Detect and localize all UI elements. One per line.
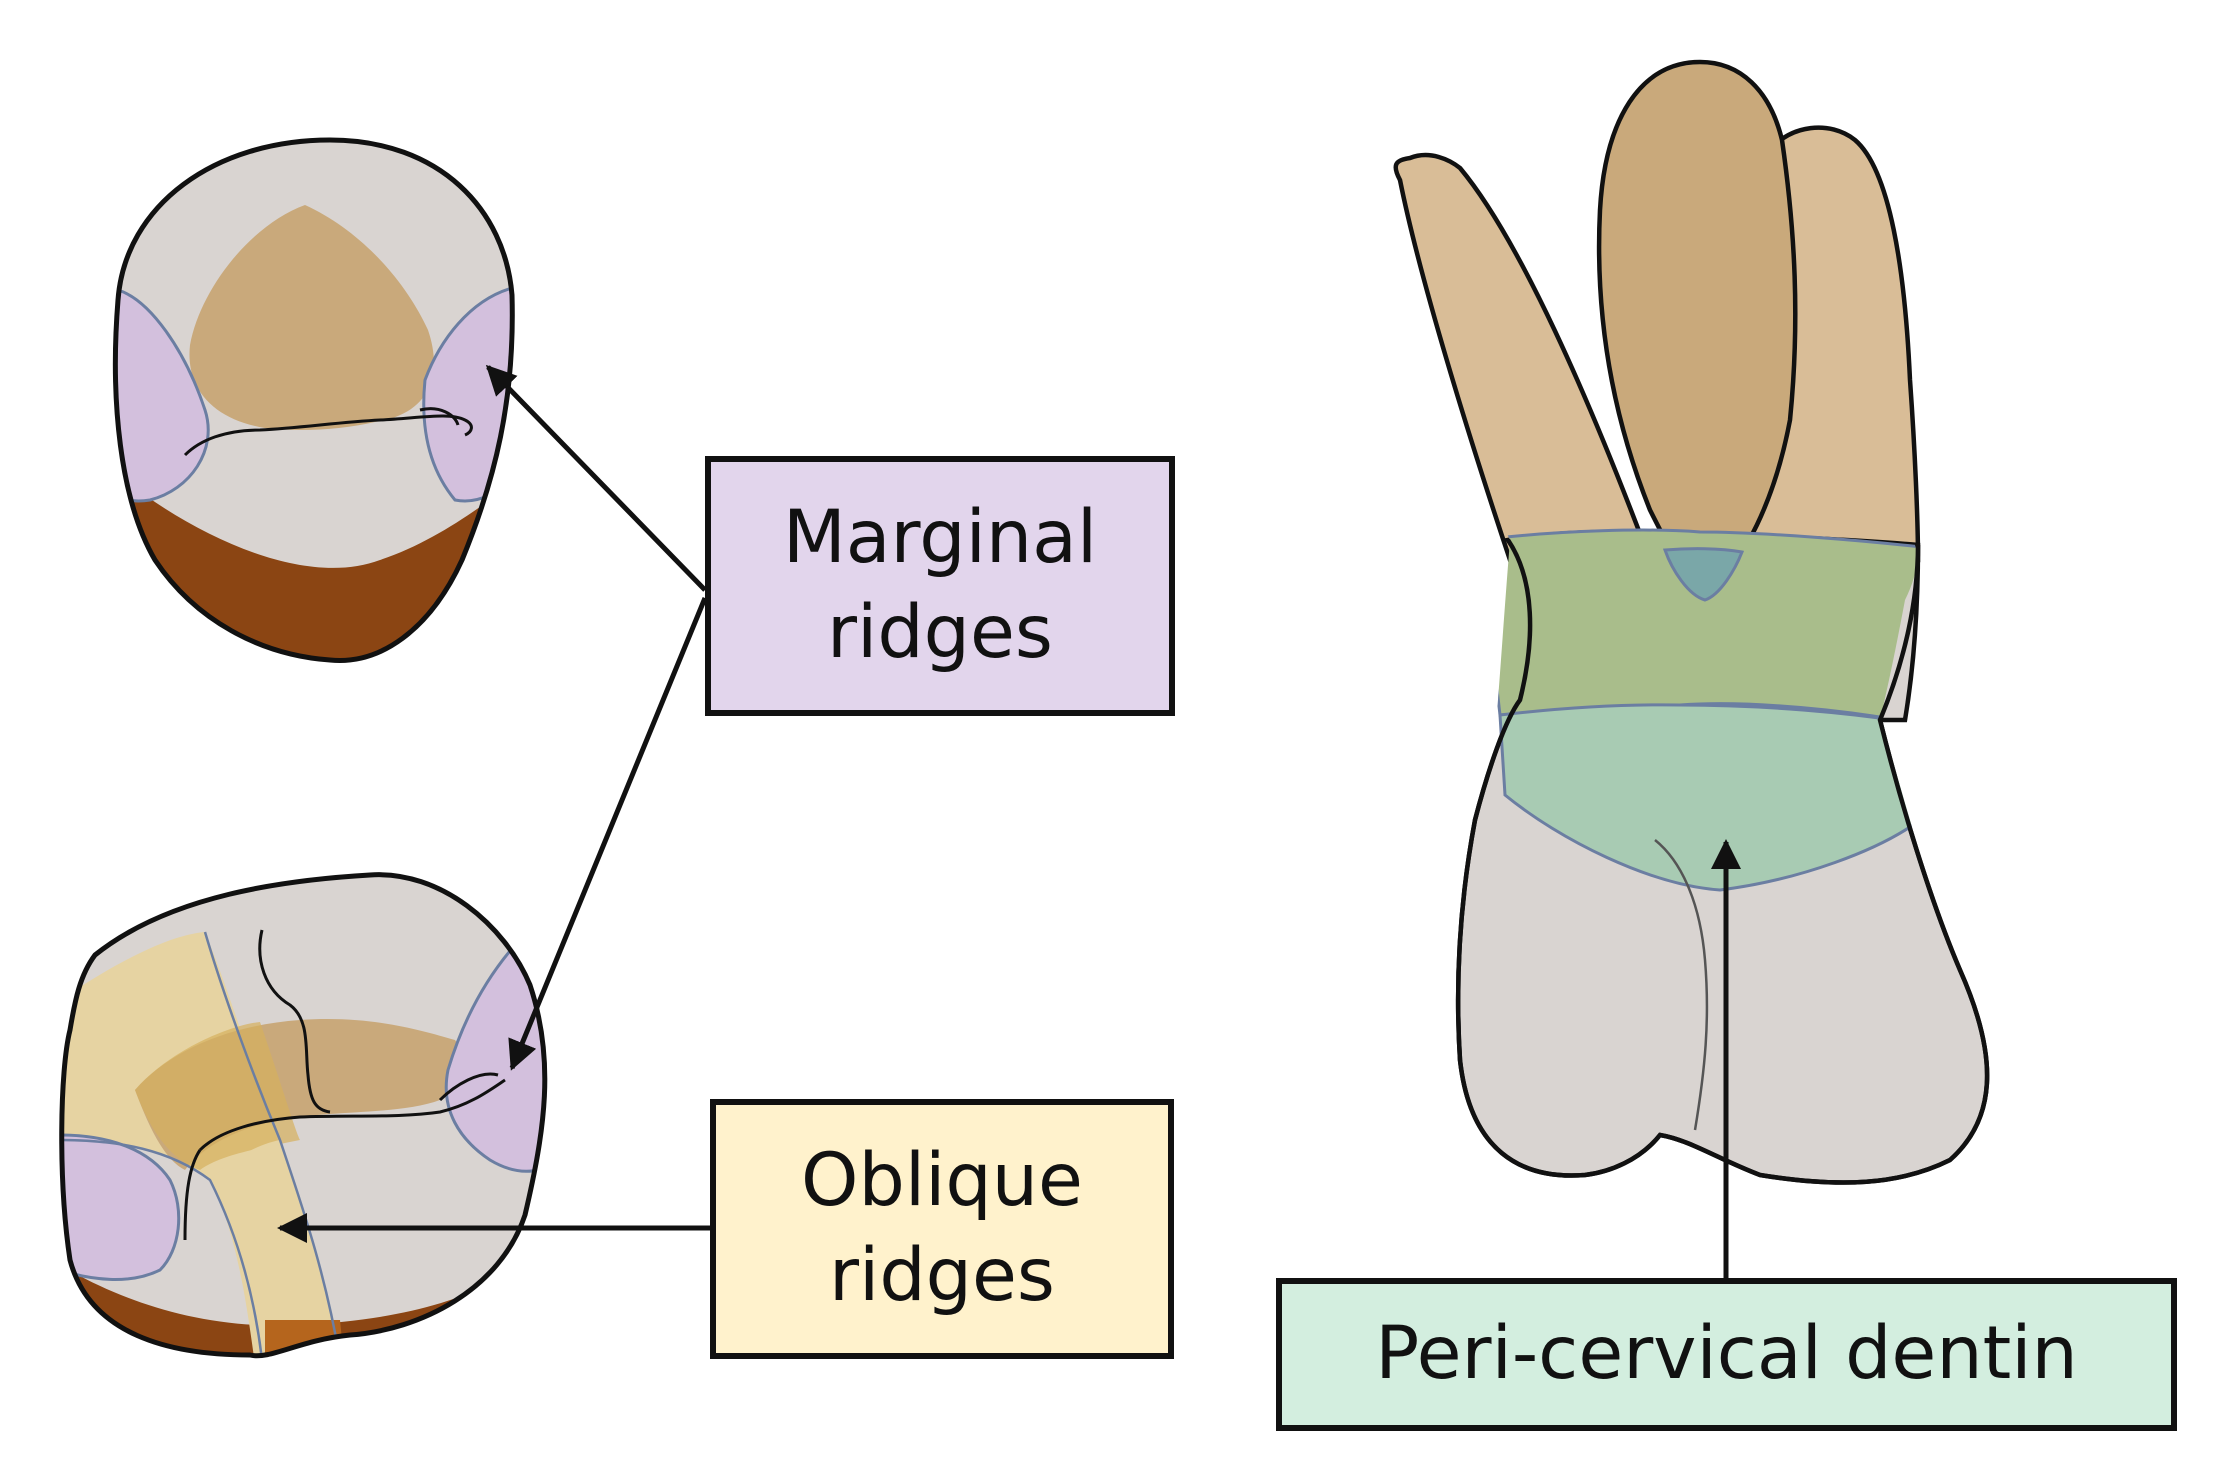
dentin-region-top (189, 205, 434, 430)
fissure-line-bottom (258, 929, 331, 1114)
marginal-ridges-line1: Marginal (782, 495, 1098, 581)
marginal-ridges-label: Marginal ridges (705, 456, 1175, 716)
marginal-ridge-right-bottom (444, 943, 545, 1173)
marginal-ridge-left (115, 288, 210, 503)
oblique-ridges-line1: Oblique (801, 1138, 1083, 1224)
fissure-line (183, 414, 473, 457)
arrows (277, 364, 1741, 1278)
molar-occlusal-top-icon (112, 137, 515, 663)
peri-cervical-dentin-label: Peri-cervical dentin (1276, 1278, 2177, 1431)
marginal-ridges-line2: ridges (827, 590, 1053, 675)
oblique-ridges-line2: ridges (829, 1233, 1055, 1318)
maxillary-molar-side-icon (1393, 59, 1990, 1185)
peri-cervical-dentin-text: Peri-cervical dentin (1375, 1311, 2078, 1397)
molar-occlusal-bottom-icon (59, 872, 548, 1359)
arrow-marginal-top (485, 364, 707, 592)
oblique-ridges-label: Oblique ridges (710, 1099, 1174, 1359)
arrow-marginal-bottom (508, 597, 708, 1071)
root-mesiobuccal (1393, 152, 1654, 563)
